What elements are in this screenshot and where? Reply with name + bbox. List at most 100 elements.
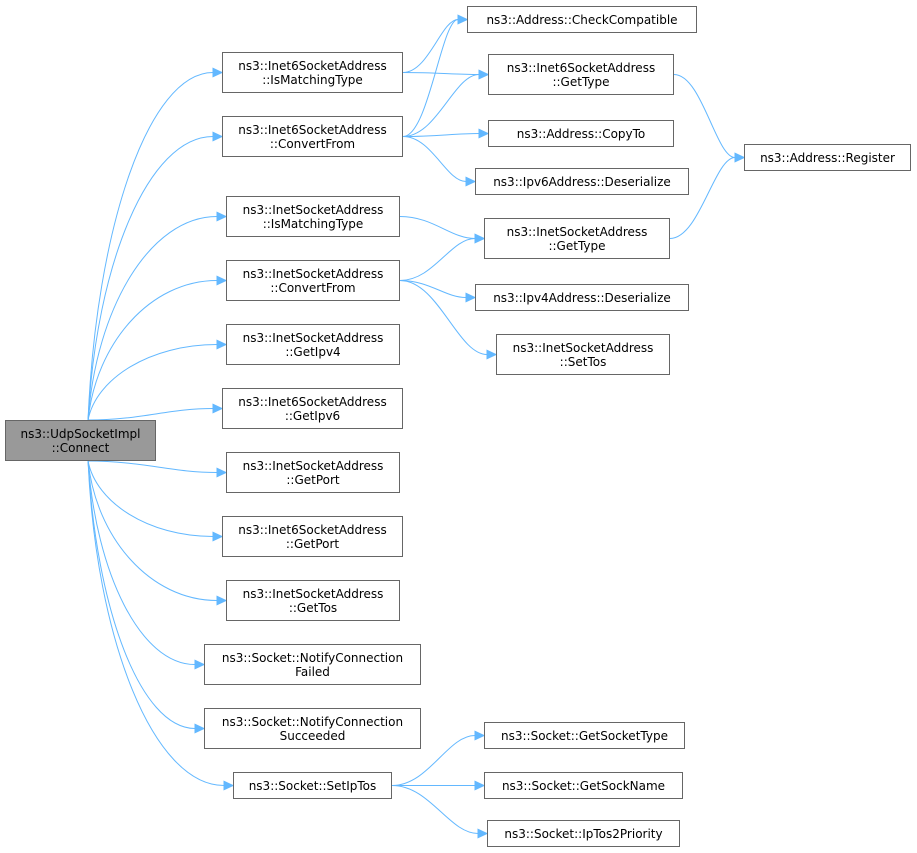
edge-setiptos-to-iptos2priority-arrowhead [477, 828, 489, 839]
edge-udp_connect-to-i4_ismatching [87, 216, 218, 421]
edge-udp_connect-to-i4_ismatching-arrowhead [216, 211, 228, 222]
edge-i4_convertfrom-to-i4_settos-arrowhead [486, 349, 498, 360]
edge-i6_convertfrom-to-ipv6_deserialize-arrowhead [465, 176, 477, 187]
node-address-register[interactable]: ns3::Address::Register [744, 144, 911, 171]
edge-i6_convertfrom-to-ipv6_deserialize [402, 136, 467, 182]
edge-udp_connect-to-i4_getport [88, 460, 218, 473]
edge-i4_convertfrom-to-i4_gettype [399, 238, 476, 281]
edge-udp_connect-to-i4_gettos [87, 460, 218, 601]
edge-i4_convertfrom-to-ipv4_deserialize [399, 280, 467, 298]
node-inet6socketaddress-convertfrom[interactable]: ns3::Inet6SocketAddress::ConvertFrom [222, 116, 403, 157]
edge-i6_convertfrom-to-i6_gettype [402, 74, 480, 137]
node-label-line: ::Connect [51, 440, 110, 455]
edge-i6_ismatching-to-i6_gettype [402, 72, 480, 75]
node-inetsocketaddress-gettos[interactable]: ns3::InetSocketAddress::GetTos [226, 580, 400, 621]
edge-udp_connect-to-i6_convertfrom-arrowhead [212, 131, 224, 142]
edge-setiptos-to-getsockname-arrowhead [474, 780, 486, 791]
edge-udp_connect-to-i4_getport-arrowhead [216, 467, 228, 478]
node-label-line: ns3::Address::Register [760, 150, 895, 165]
node-udpsocketimpl-connect: ns3::UdpSocketImpl::Connect [5, 420, 156, 461]
node-label-line: ns3::Inet6SocketAddress [238, 58, 387, 73]
edge-udp_connect-to-notify_succeeded [87, 460, 196, 729]
node-label-line: ns3::Address::CheckCompatible [486, 12, 678, 27]
edge-setiptos-to-getsockettype-arrowhead [474, 730, 486, 741]
node-label-line: Succeeded [279, 728, 346, 743]
edge-i6_convertfrom-to-i6_gettype-arrowhead [478, 69, 490, 80]
node-socket-getsockettype[interactable]: ns3::Socket::GetSocketType [484, 722, 685, 749]
node-label-line: ns3::InetSocketAddress [512, 340, 654, 355]
edge-setiptos-to-getsockettype [391, 735, 476, 786]
edge-i6_ismatching-to-addr_checkcompat [402, 19, 459, 73]
node-label-line: ns3::InetSocketAddress [242, 586, 384, 601]
edge-i6_gettype-to-addr_register [673, 74, 736, 158]
edge-udp_connect-to-i4_gettos-arrowhead [216, 595, 228, 606]
node-address-copyto[interactable]: ns3::Address::CopyTo [488, 120, 674, 147]
node-label-line: ::GetTos [288, 600, 338, 615]
node-ipv6address-deserialize[interactable]: ns3::Ipv6Address::Deserialize [475, 168, 689, 195]
node-socket-iptos2priority[interactable]: ns3::Socket::IpTos2Priority [487, 820, 680, 847]
edge-udp_connect-to-i6_getipv6 [88, 408, 214, 421]
node-address-checkcompatible[interactable]: ns3::Address::CheckCompatible [467, 6, 697, 33]
edge-udp_connect-to-notify_succeeded-arrowhead [194, 723, 206, 734]
edge-i6_convertfrom-to-addr_checkcompat-arrowhead [457, 14, 469, 25]
node-label-line: ns3::UdpSocketImpl [20, 426, 141, 441]
node-inet6socketaddress-gettype[interactable]: ns3::Inet6SocketAddress::GetType [488, 54, 674, 95]
node-label-line: ::GetPort [286, 472, 340, 487]
node-label-line: ::ConvertFrom [270, 280, 356, 295]
node-label-line: ns3::InetSocketAddress [242, 330, 384, 345]
node-label-line: ::GetIpv4 [285, 344, 341, 359]
edge-udp_connect-to-i6_getport [87, 460, 214, 537]
edge-i4_gettype-to-addr_register-arrowhead [734, 152, 746, 163]
node-label-line: ns3::InetSocketAddress [506, 224, 648, 239]
node-inet6socketaddress-ismatchingtype[interactable]: ns3::Inet6SocketAddress::IsMatchingType [222, 52, 403, 93]
node-label-line: ns3::InetSocketAddress [242, 266, 384, 281]
node-label-line: ns3::Ipv6Address::Deserialize [493, 174, 671, 189]
node-label-line: ns3::Socket::GetSockName [501, 778, 666, 793]
edge-udp_connect-to-i6_convertfrom [87, 136, 214, 421]
edge-i4_convertfrom-to-i4_gettype-arrowhead [474, 233, 486, 244]
node-inetsocketaddress-ismatchingtype[interactable]: ns3::InetSocketAddress::IsMatchingType [226, 196, 400, 237]
node-inet6socketaddress-getport[interactable]: ns3::Inet6SocketAddress::GetPort [222, 516, 403, 557]
node-inetsocketaddress-settos[interactable]: ns3::InetSocketAddress::SetTos [496, 334, 670, 375]
edge-udp_connect-to-setiptos-arrowhead [223, 780, 235, 791]
node-label-line: ns3::InetSocketAddress [242, 458, 384, 473]
edge-i4_ismatching-to-i4_gettype [399, 216, 476, 239]
node-label-line: ::ConvertFrom [269, 136, 356, 151]
node-socket-setiptos[interactable]: ns3::Socket::SetIpTos [233, 772, 392, 799]
edge-setiptos-to-iptos2priority [391, 785, 479, 834]
node-label-line: ::GetType [548, 238, 606, 253]
node-inetsocketaddress-getport[interactable]: ns3::InetSocketAddress::GetPort [226, 452, 400, 493]
edge-udp_connect-to-setiptos [87, 460, 225, 786]
node-label-line: ::GetIpv6 [284, 408, 341, 423]
node-inetsocketaddress-gettype[interactable]: ns3::InetSocketAddress::GetType [484, 218, 670, 259]
node-label-line: ::SetTos [559, 354, 607, 369]
node-label-line: Failed [295, 664, 330, 679]
edge-i6_convertfrom-to-addr_copyto-arrowhead [478, 128, 490, 139]
node-label-line: ns3::Inet6SocketAddress [238, 394, 387, 409]
node-inetsocketaddress-getipv4[interactable]: ns3::InetSocketAddress::GetIpv4 [226, 324, 400, 365]
node-label-line: ns3::Ipv4Address::Deserialize [493, 290, 671, 305]
node-label-line: ns3::Socket::NotifyConnection [221, 714, 404, 729]
node-label-line: ns3::Inet6SocketAddress [238, 122, 387, 137]
node-label-line: ns3::Socket::GetSocketType [501, 728, 668, 743]
node-label-line: ::GetPort [285, 536, 340, 551]
node-label-line: ns3::Socket::IpTos2Priority [504, 826, 663, 841]
node-inetsocketaddress-convertfrom[interactable]: ns3::InetSocketAddress::ConvertFrom [226, 260, 400, 301]
node-label-line: ::IsMatchingType [262, 216, 364, 231]
node-ipv4address-deserialize[interactable]: ns3::Ipv4Address::Deserialize [475, 284, 689, 311]
node-socket-getsockname[interactable]: ns3::Socket::GetSockName [484, 772, 683, 799]
edge-i4_convertfrom-to-ipv4_deserialize-arrowhead [465, 292, 477, 303]
edge-udp_connect-to-i6_getipv6-arrowhead [212, 403, 224, 414]
edge-udp_connect-to-i4_convertfrom-arrowhead [216, 275, 228, 286]
edge-udp_connect-to-i6_ismatching [87, 72, 214, 421]
node-inet6socketaddress-getipv6[interactable]: ns3::Inet6SocketAddress::GetIpv6 [222, 388, 403, 429]
edge-udp_connect-to-notify_failed [87, 460, 196, 665]
edge-i4_gettype-to-addr_register [669, 157, 736, 239]
edge-udp_connect-to-notify_failed-arrowhead [194, 659, 206, 670]
node-label-line: ns3::Inet6SocketAddress [238, 522, 387, 537]
edge-udp_connect-to-i4_getipv4-arrowhead [216, 339, 228, 350]
node-label-line: ns3::Socket::SetIpTos [248, 778, 377, 793]
